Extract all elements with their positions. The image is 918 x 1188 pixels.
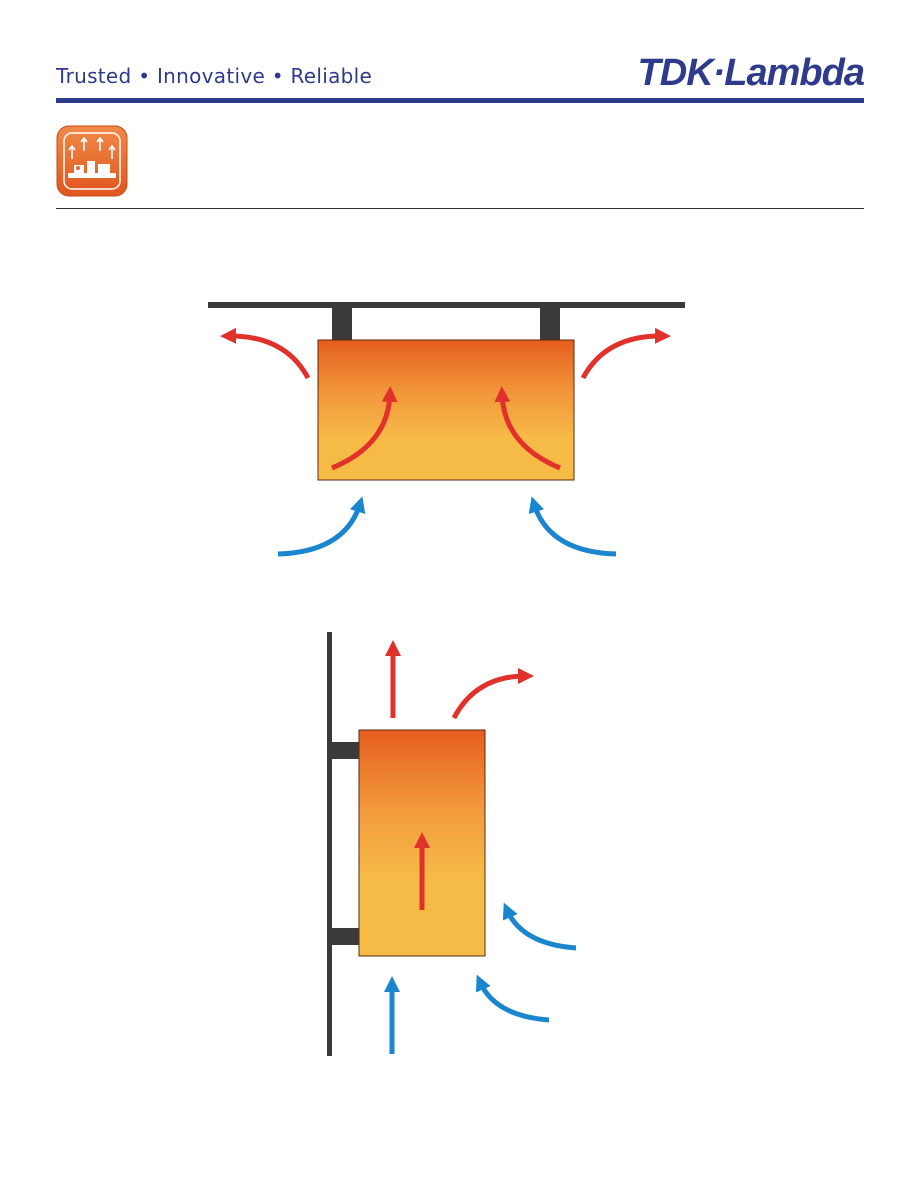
mount-bracket-top (332, 742, 359, 759)
hot-air-arrow (220, 327, 311, 380)
cool-air-arrow (502, 902, 577, 951)
hot-air-arrow (494, 386, 561, 471)
hot-air-arrow (580, 327, 671, 380)
hot-air-arrow (331, 386, 398, 471)
ceiling-bar (208, 302, 685, 308)
mount-bracket-bottom (332, 928, 359, 945)
ceiling-mount-diagram (208, 302, 685, 557)
wall-bar (327, 632, 332, 1056)
cool-air-arrow (528, 496, 617, 557)
tagline: Trusted • Innovative • Reliable (56, 64, 373, 88)
tdk-lambda-logo: TDK·Lambda (637, 52, 865, 94)
header-divider (56, 98, 864, 103)
cool-air-arrow (475, 974, 550, 1023)
section-divider (56, 208, 864, 209)
power-supply-unit (317, 339, 575, 481)
wall-mount-diagram (327, 632, 577, 1056)
mount-bracket-left (332, 308, 352, 340)
mount-bracket-right (540, 308, 560, 340)
hot-air-arrow (451, 668, 534, 720)
cool-air-arrow (277, 496, 366, 557)
convection-cooling-icon (56, 125, 128, 197)
